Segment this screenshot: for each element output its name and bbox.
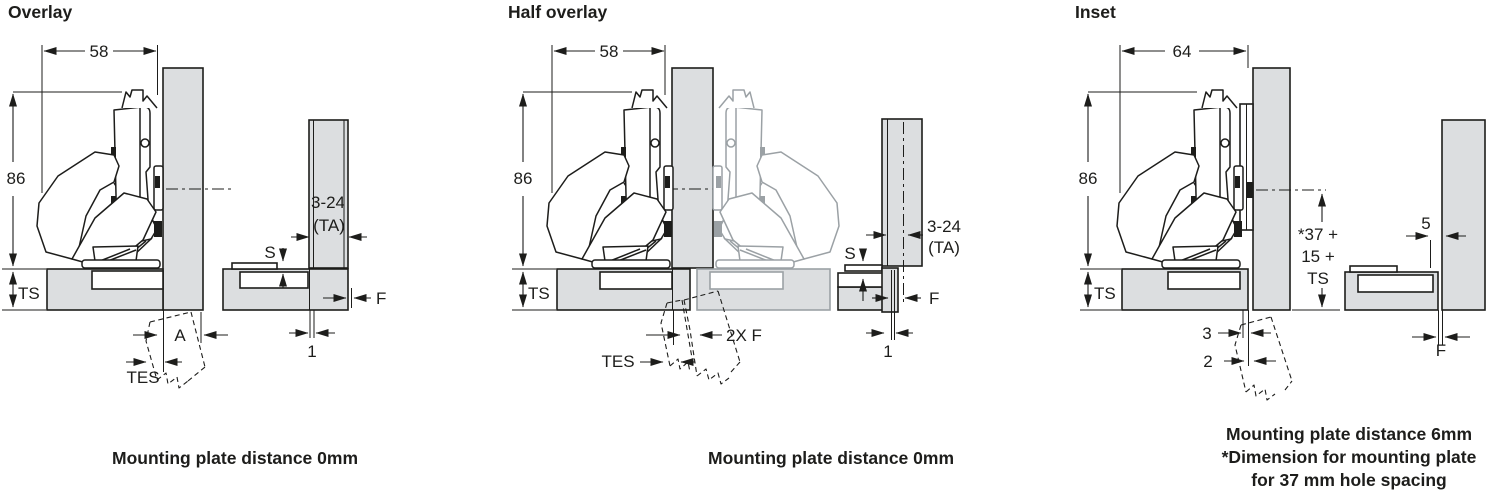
- dim-one: 1: [883, 342, 892, 361]
- caption: Mounting plate distance 0mm: [112, 448, 358, 468]
- panel-inset: Inset 64 86 TS *37 + 15 + TS 3 2 5: [1075, 2, 1486, 490]
- dim-reveal: 3-24: [311, 193, 345, 212]
- use-element: [546, 89, 674, 269]
- dim-one: 1: [307, 342, 316, 361]
- panel-title: Inset: [1075, 2, 1116, 22]
- caption-line-3: for 37 mm hole spacing: [1251, 470, 1446, 490]
- door-edge-panel: [308, 119, 349, 269]
- panel-title: Overlay: [8, 2, 72, 22]
- panel-lip: [881, 267, 899, 313]
- open-door-dashed: [145, 311, 206, 389]
- dim-s: S: [264, 243, 275, 262]
- open-door-right-dashed: [683, 290, 741, 385]
- mounting-recess-section: [1357, 274, 1434, 293]
- half-overlay-section-view: 3-24 (TA) S F 1: [837, 118, 961, 361]
- plate-strip: [844, 264, 883, 272]
- dim-width: 58: [90, 42, 109, 61]
- dim-two: 2: [1203, 352, 1212, 371]
- open-door-dashed: [1234, 316, 1293, 401]
- dim-reveal-unit: (TA): [313, 216, 345, 235]
- dim-2xf: 2X F: [726, 326, 762, 345]
- dim-reveal-unit: (TA): [928, 238, 960, 257]
- dim-stack-3: TS: [1307, 269, 1329, 288]
- panel-overlay: Overlay 58 86 TS A TES 3-24 (TA) S: [2, 2, 386, 468]
- caption-line-1: Mounting plate distance 6mm: [1226, 424, 1472, 444]
- open-door-left-dashed: [660, 299, 693, 373]
- dim-ts: TS: [528, 284, 550, 303]
- mounting-recess-section: [239, 271, 309, 289]
- dim-tes: TES: [126, 368, 159, 387]
- dim-reveal: 3-24: [927, 217, 961, 236]
- dim-width: 64: [1173, 42, 1192, 61]
- plate-strip: [1349, 265, 1398, 273]
- center-partition-panel: [671, 67, 714, 269]
- use-element: [36, 89, 164, 269]
- dim-ts: TS: [1094, 284, 1116, 303]
- dim-f: F: [929, 289, 939, 308]
- dim-width: 58: [600, 42, 619, 61]
- caption-line-2: *Dimension for mounting plate: [1222, 447, 1477, 467]
- dim-five: 5: [1421, 214, 1430, 233]
- panel-title: Half overlay: [508, 2, 607, 22]
- panel-half-overlay: Half overlay 58 86 TS 2X F TES 3-24 (TA): [508, 2, 961, 468]
- dim-a: A: [174, 326, 186, 345]
- dim-stack-1: *37 +: [1298, 225, 1338, 244]
- dim-height: 86: [514, 169, 533, 188]
- inset-section-view: 5 F: [1344, 119, 1486, 360]
- use-element: [1116, 89, 1244, 269]
- partition-section: [881, 118, 923, 267]
- mounting-recess-left: [599, 271, 673, 290]
- mounting-recess: [91, 270, 164, 290]
- dim-tes: TES: [601, 352, 634, 371]
- mounting-recess: [1167, 271, 1241, 290]
- dim-f: F: [1436, 341, 1446, 360]
- mirrored-ghost-hinge: [712, 89, 840, 269]
- dim-stack-2: 15 +: [1301, 247, 1335, 266]
- dim-s: S: [844, 244, 855, 263]
- dim-f: F: [376, 289, 386, 308]
- cabinet-side-panel: [1252, 67, 1291, 311]
- caption: Mounting plate distance 0mm: [708, 448, 954, 468]
- dim-three: 3: [1202, 324, 1211, 343]
- mounting-recess-section: [837, 272, 884, 288]
- mounting-recess-right-ghost: [709, 271, 784, 290]
- dim-height: 86: [1079, 169, 1098, 188]
- side-panel-section: [1441, 119, 1486, 311]
- plate-strip: [231, 262, 278, 270]
- spacer-tab: [1247, 182, 1253, 198]
- dim-ts: TS: [18, 284, 40, 303]
- overlay-section-view: 3-24 (TA) S F 1: [222, 119, 386, 361]
- dim-height: 86: [7, 169, 26, 188]
